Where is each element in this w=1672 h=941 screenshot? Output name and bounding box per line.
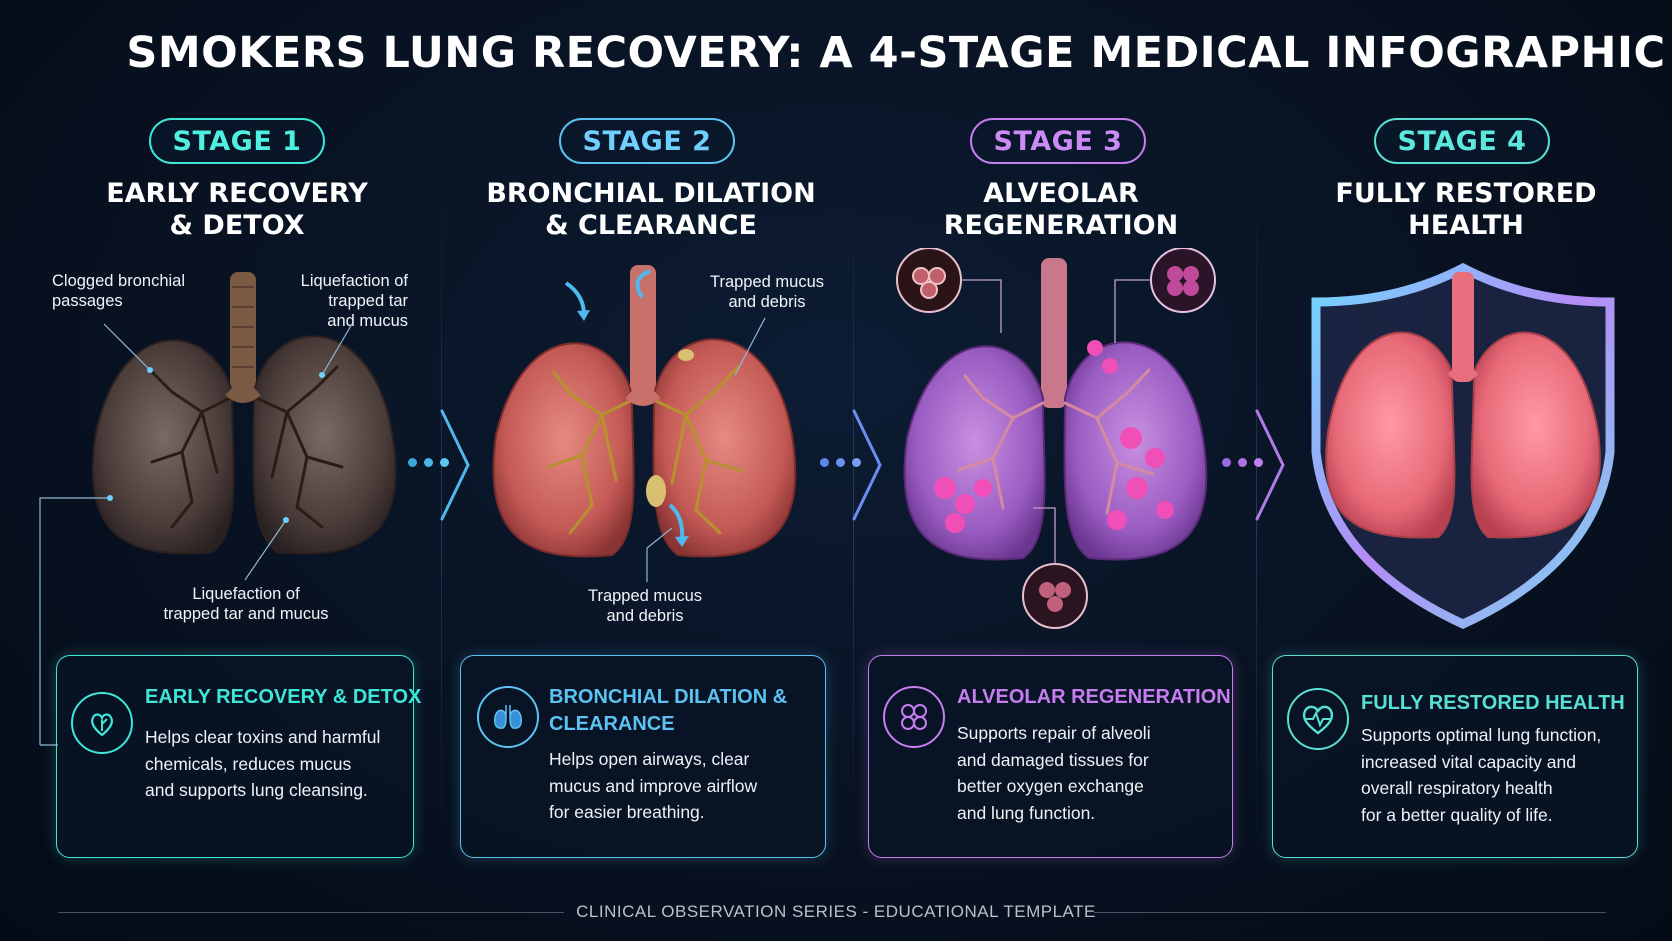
chevron-right-icon	[440, 409, 470, 521]
stage-3-card-body: Supports repair of alveoli and damaged t…	[957, 723, 1151, 823]
stage-1-card: EARLY RECOVERY & DETOX Helps clear toxin…	[56, 655, 421, 858]
stage-2-card: BRONCHIAL DILATION & CLEARANCE Helps ope…	[460, 655, 826, 858]
stage-3-pill: STAGE 3	[970, 118, 1146, 164]
chevron-right-icon	[852, 409, 882, 521]
alveoli-icon	[883, 686, 945, 748]
stage-2-annotation: Trapped mucus and debris	[587, 587, 703, 625]
lungs-icon	[477, 686, 539, 748]
chevron-right-icon	[1255, 409, 1285, 521]
stage-1-pill: STAGE 1	[149, 118, 325, 164]
stage-1-annotation: Liquefaction of trapped tar and mucus	[163, 585, 329, 623]
stage-3-heading: ALVEOLAR REGENERATION	[943, 178, 1179, 241]
stage-2-card-body: Helps open airways, clear mucus and impr…	[549, 749, 758, 822]
smoker-lungs-illustration	[91, 272, 397, 555]
stage-4-heading: FULLY RESTORED HEALTH	[1335, 178, 1597, 241]
stage-3-card: ALVEOLAR REGENERATION Supports repair of…	[868, 655, 1233, 858]
stage-2-card-title: BRONCHIAL DILATION & CLEARANCE	[549, 686, 788, 735]
regenerating-lungs-illustration	[896, 248, 1216, 629]
stage-2-pill: STAGE 2	[559, 118, 735, 164]
stage-4-card-body: Supports optimal lung function, increase…	[1361, 725, 1602, 825]
stage-4-card-title: FULLY RESTORED HEALTH	[1361, 692, 1625, 714]
stage-4-card: FULLY RESTORED HEALTH Supports optimal l…	[1272, 655, 1638, 858]
stage-1-annotation: Clogged bronchial passages	[52, 272, 186, 310]
stage-divider	[1256, 185, 1257, 845]
stage-1-card-body: Helps clear toxins and harmful chemicals…	[145, 727, 381, 800]
leaf-heart-icon	[71, 692, 133, 754]
stage-4-pill: STAGE 4	[1374, 118, 1550, 164]
stage-2-annotation: Trapped mucus and debris	[709, 273, 825, 311]
stage-divider	[853, 185, 854, 845]
progress-dots	[408, 458, 449, 467]
healthy-lungs-shield-illustration	[1311, 262, 1615, 629]
footer-rule	[58, 912, 564, 913]
heart-pulse-icon	[1287, 688, 1349, 750]
progress-dots	[1222, 458, 1263, 467]
stage-divider	[441, 185, 442, 845]
footer-caption: CLINICAL OBSERVATION SERIES - EDUCATIONA…	[576, 902, 1096, 921]
inflamed-lungs-illustration	[492, 265, 797, 558]
stage-3-card-title: ALVEOLAR REGENERATION	[957, 686, 1231, 708]
stage-1-heading: EARLY RECOVERY & DETOX	[106, 178, 368, 241]
stage-1-annotation: Liquefaction of trapped tar and mucus	[300, 272, 408, 330]
footer-rule	[1094, 912, 1606, 913]
page-title: SMOKERS LUNG RECOVERY: A 4-STAGE MEDICAL…	[126, 28, 1666, 78]
progress-dots	[820, 458, 861, 467]
stage-2-heading: BRONCHIAL DILATION & CLEARANCE	[486, 178, 816, 241]
stage-1-card-title: EARLY RECOVERY & DETOX	[145, 686, 422, 708]
